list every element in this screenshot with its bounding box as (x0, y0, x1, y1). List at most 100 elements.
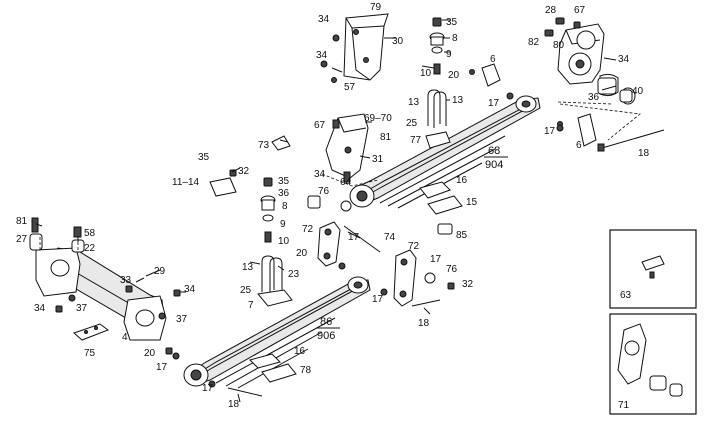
callout-labels: 79 34 30 34 57 35 8 9 10 20 6 28 67 82 8… (16, 2, 650, 411)
callout-34: 34 (318, 14, 330, 25)
spring-upper-number-b: 904 (485, 159, 503, 171)
u-bolt-upper (427, 89, 447, 128)
callout-74: 74 (384, 232, 396, 243)
callout-13: 13 (452, 95, 464, 106)
callout-13: 13 (408, 97, 420, 108)
callout-31: 31 (372, 154, 384, 165)
callout-22: 22 (84, 243, 96, 254)
callout-71: 71 (618, 400, 630, 411)
callout-4: 4 (122, 332, 128, 343)
callout-33: 33 (120, 275, 132, 286)
callout-32: 32 (238, 166, 250, 177)
callout-7: 7 (248, 300, 254, 311)
callout-73: 73 (258, 140, 270, 151)
bolt-18-middle (411, 299, 441, 307)
callout-6: 6 (576, 140, 582, 151)
callout-78: 78 (300, 365, 312, 376)
callout-29: 29 (154, 266, 166, 277)
spring-lower-number-a: 86 (320, 316, 332, 328)
bolt-29-33 (125, 269, 181, 297)
inset-box-63 (609, 229, 697, 309)
callout-17: 17 (202, 383, 214, 394)
lower-pads-16-78 (249, 353, 297, 383)
callout-27: 27 (16, 234, 28, 245)
callout-17: 17 (430, 254, 442, 265)
callout-37: 37 (76, 303, 88, 314)
callout-9: 9 (446, 49, 452, 60)
callout-34: 34 (184, 284, 196, 295)
plate-75 (73, 323, 110, 341)
callout-72: 72 (302, 224, 314, 235)
callout-81: 81 (380, 132, 392, 143)
callout-64: 64 (340, 177, 352, 188)
callout-67: 67 (574, 5, 586, 16)
pad-77 (425, 131, 451, 149)
bolt-74 (343, 225, 381, 253)
callout-23: 23 (288, 269, 300, 280)
callout-17: 17 (156, 362, 168, 373)
bolt-18-lower (227, 387, 263, 397)
bump-stop-lower (260, 177, 276, 243)
callout-8: 8 (452, 33, 458, 44)
small-nuts (55, 34, 564, 388)
callout-17: 17 (348, 232, 360, 243)
inset-box-71 (609, 313, 697, 415)
callout-18: 18 (228, 399, 240, 410)
bracket-plate-6-upper (469, 63, 501, 87)
callout-25: 25 (240, 285, 252, 296)
bolt-18-upper (597, 129, 665, 152)
callout-15: 15 (466, 197, 478, 208)
callout-57: 57 (344, 82, 356, 93)
callout-11-14: 11–14 (172, 177, 200, 188)
guide-lines (39, 101, 641, 250)
callout-30: 30 (392, 36, 404, 47)
plate-6-lower (557, 113, 597, 147)
callout-10: 10 (278, 236, 290, 247)
callout-67: 67 (314, 120, 326, 131)
spring-lower-number-b: 906 (317, 330, 335, 342)
shackle-72 (317, 221, 417, 307)
callout-63: 63 (620, 290, 632, 301)
callout-77: 77 (410, 135, 422, 146)
callout-25: 25 (406, 118, 418, 129)
callout-9: 9 (280, 219, 286, 230)
callout-32: 32 (462, 279, 474, 290)
leaf-pads-16-15-85 (419, 181, 463, 235)
callout-69-70: 69–70 (364, 113, 392, 124)
hanger-bracket-79 (343, 13, 389, 81)
callout-28: 28 (545, 5, 557, 16)
callout-10: 10 (420, 68, 432, 79)
callout-34: 34 (618, 54, 630, 65)
callout-34: 34 (314, 169, 326, 180)
callout-6: 6 (490, 54, 496, 65)
callout-20: 20 (144, 348, 156, 359)
callout-76: 76 (318, 186, 330, 197)
pin-76-64 (307, 171, 352, 212)
callout-35: 35 (278, 176, 290, 187)
callout-35: 35 (446, 17, 458, 28)
callout-72: 72 (408, 241, 420, 252)
callout-8: 8 (282, 201, 288, 212)
callout-13: 13 (242, 262, 254, 273)
callout-58: 58 (84, 228, 96, 239)
spring-upper-number-a: 68 (488, 145, 500, 157)
u-bolt-lower (257, 255, 293, 307)
callout-20: 20 (296, 248, 308, 259)
callout-17: 17 (544, 126, 556, 137)
callout-76: 76 (446, 264, 458, 275)
callout-35: 35 (198, 152, 210, 163)
clip-11-14 (209, 169, 237, 197)
leader-lines (35, 19, 617, 403)
callout-40: 40 (632, 86, 644, 97)
callout-34: 34 (316, 50, 328, 61)
callout-16: 16 (294, 346, 306, 357)
callout-17: 17 (488, 98, 500, 109)
spring-hanger-69-70 (325, 113, 369, 179)
nuts-76-32 (424, 272, 455, 290)
callout-16: 16 (456, 175, 468, 186)
callout-75: 75 (84, 348, 96, 359)
axle-beam (29, 217, 167, 341)
callout-20: 20 (448, 70, 460, 81)
callout-85: 85 (456, 230, 468, 241)
